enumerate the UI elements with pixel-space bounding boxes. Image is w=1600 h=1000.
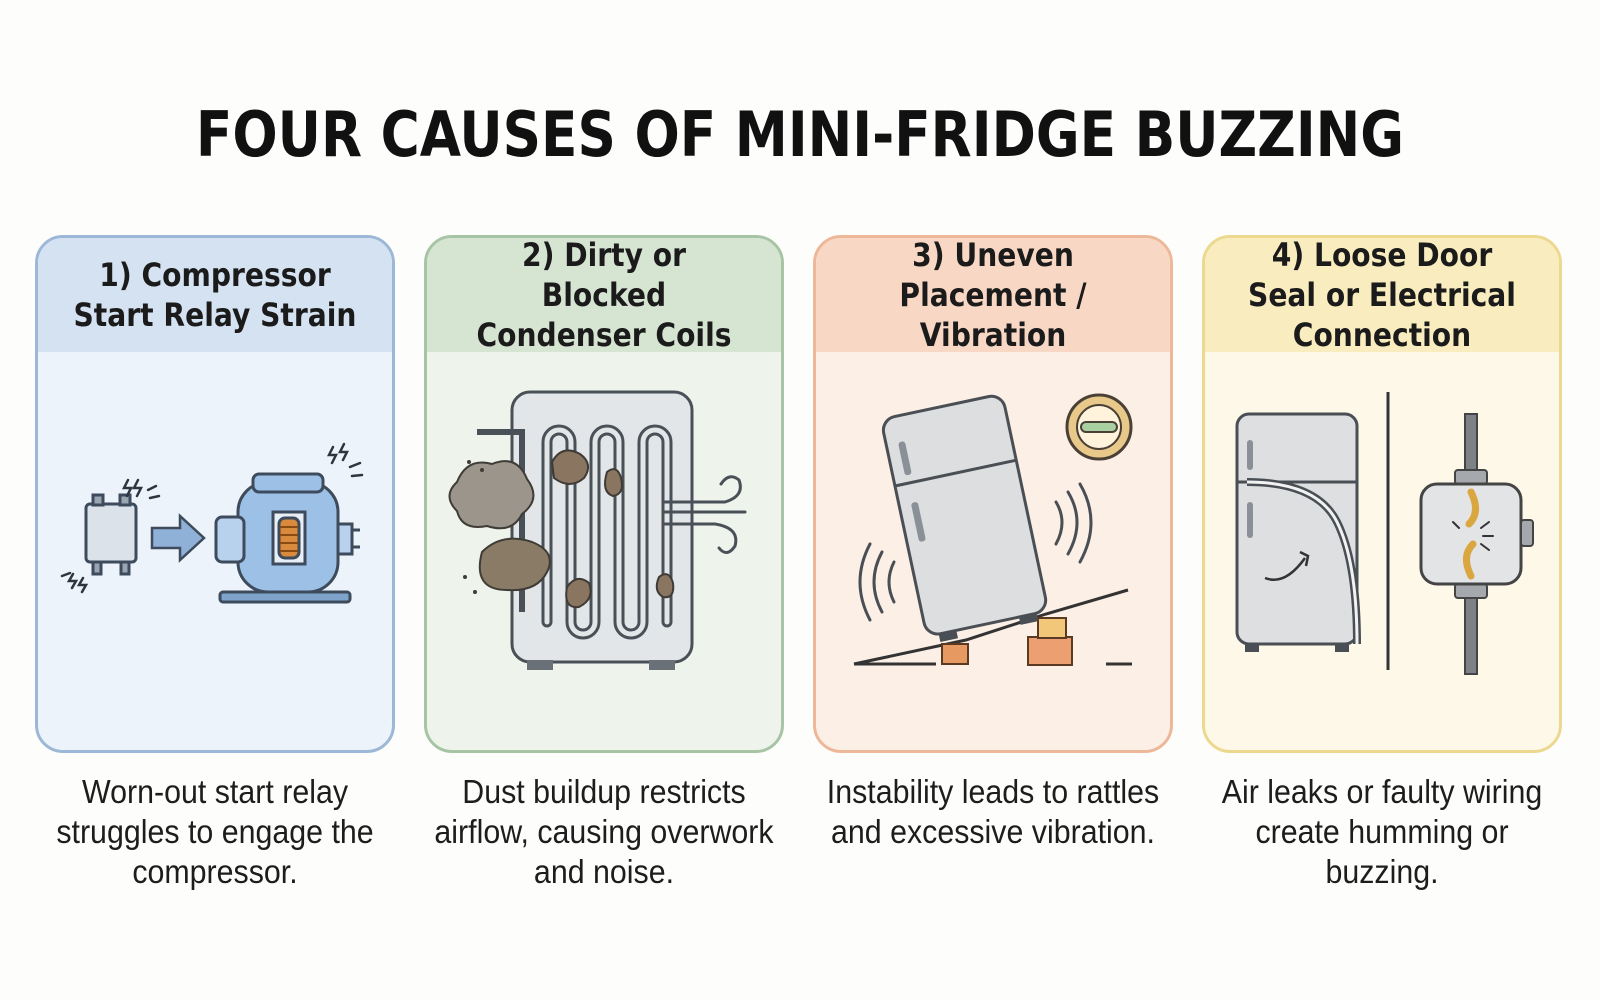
tilted-fridge-icon bbox=[853, 393, 1133, 666]
card-header: 3) Uneven Placement / Vibration bbox=[816, 236, 1170, 354]
card-heading: 1) Compressor Start Relay Strain bbox=[73, 256, 357, 334]
cause-card-compressor-relay: 1) Compressor Start Relay Strain bbox=[35, 235, 395, 753]
card-description-1: Worn-out start relay struggles to engage… bbox=[56, 773, 374, 890]
card-header: 4) Loose Door Seal or Electrical Connect… bbox=[1205, 236, 1559, 354]
cause-card-door-seal-electrical: 4) Loose Door Seal or Electrical Connect… bbox=[1202, 235, 1562, 753]
page-title: FOUR CAUSES OF MINI-FRIDGE BUZZING bbox=[195, 98, 1405, 171]
card-heading: 3) Uneven Placement / Vibration bbox=[899, 236, 1087, 354]
cause-card-condenser-coils: 2) Dirty or Blocked Condenser Coils bbox=[424, 235, 784, 753]
card-description-2: Dust buildup restricts airflow, causing … bbox=[434, 773, 774, 890]
card-illustration bbox=[38, 352, 392, 750]
card-heading: 4) Loose Door Seal or Electrical Connect… bbox=[1248, 236, 1516, 354]
card-header: 1) Compressor Start Relay Strain bbox=[38, 238, 392, 352]
compressor-relay-icon bbox=[60, 442, 364, 604]
card-illustration bbox=[816, 352, 1170, 750]
card-illustration bbox=[427, 352, 781, 750]
cause-card-uneven-placement: 3) Uneven Placement / Vibration bbox=[813, 235, 1173, 753]
card-heading: 2) Dirty or Blocked Condenser Coils bbox=[476, 236, 732, 354]
card-illustration bbox=[1205, 352, 1559, 750]
card-header: 2) Dirty or Blocked Condenser Coils bbox=[427, 236, 781, 354]
card-description-3: Instability leads to rattles and excessi… bbox=[826, 773, 1160, 850]
door-seal-wiring-icon bbox=[1235, 392, 1534, 675]
card-description-4: Air leaks or faulty wiring create hummin… bbox=[1221, 773, 1543, 890]
condenser-coils-icon bbox=[448, 390, 747, 670]
